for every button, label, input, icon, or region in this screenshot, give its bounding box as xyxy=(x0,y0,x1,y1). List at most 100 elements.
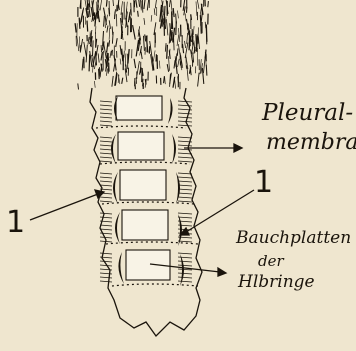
hatch-stroke xyxy=(178,213,192,214)
hair-stroke xyxy=(100,0,102,10)
hatch-stroke xyxy=(178,125,192,126)
hair-stroke xyxy=(165,43,166,52)
hatch-stroke xyxy=(100,181,112,182)
hair-stroke xyxy=(93,40,94,56)
hair-stroke xyxy=(104,16,105,27)
hair-stroke xyxy=(144,0,145,9)
hair-stroke xyxy=(89,54,90,71)
pointer-number-left: 1 xyxy=(6,208,25,238)
hatch-stroke xyxy=(178,217,192,218)
hair-stroke xyxy=(196,0,199,9)
hair-stroke xyxy=(88,11,89,17)
hair-stroke xyxy=(112,50,113,56)
hair-stroke xyxy=(120,59,121,65)
hair-stroke xyxy=(174,60,175,68)
hair-stroke xyxy=(167,64,168,72)
hair-stroke xyxy=(206,65,207,76)
pointer-number-right: 1 xyxy=(254,168,273,198)
hair-stroke xyxy=(185,43,188,59)
hatch-stroke xyxy=(178,113,192,114)
hatch-stroke xyxy=(178,189,192,190)
hair-stroke xyxy=(206,25,207,42)
hair-stroke xyxy=(142,0,143,13)
hatch-stroke xyxy=(178,193,192,194)
hair-stroke xyxy=(107,26,108,33)
hair-stroke xyxy=(106,58,108,72)
hatch-stroke xyxy=(100,261,112,262)
hair-stroke xyxy=(166,19,168,35)
hair-stroke xyxy=(145,34,146,41)
hair-stroke xyxy=(185,41,186,48)
hair-stroke xyxy=(113,0,114,6)
hair-stroke xyxy=(109,28,110,40)
hatch-stroke xyxy=(178,241,192,242)
hatch-stroke xyxy=(178,145,192,146)
label-pleural-line1: Pleural- xyxy=(262,102,353,125)
hatch-stroke xyxy=(100,253,112,254)
hair-stroke xyxy=(99,69,100,79)
hatch-stroke xyxy=(178,277,192,278)
hatch-stroke xyxy=(100,105,112,106)
hair-stroke xyxy=(110,51,111,58)
hair-stroke xyxy=(92,0,95,7)
hair-stroke xyxy=(88,37,89,45)
hatch-stroke xyxy=(100,145,112,146)
hatch-stroke xyxy=(100,197,112,198)
hair-stroke xyxy=(177,48,178,55)
hair-stroke xyxy=(84,42,87,57)
hair-stroke xyxy=(137,61,139,75)
hair-stroke xyxy=(120,45,121,55)
hatch-stroke xyxy=(178,265,192,266)
hair-stroke xyxy=(170,49,171,56)
hair-stroke xyxy=(165,76,166,84)
hair-stroke xyxy=(141,52,142,59)
hatch-stroke xyxy=(178,253,192,254)
hair-stroke xyxy=(169,56,170,71)
hatch-stroke xyxy=(100,233,112,234)
hatch-stroke xyxy=(100,125,112,126)
hair-stroke xyxy=(176,59,178,74)
hair-stroke xyxy=(176,21,177,35)
hair-stroke xyxy=(153,50,155,61)
hair-stroke xyxy=(107,43,108,53)
hair-stroke xyxy=(86,45,87,63)
hatch-stroke xyxy=(100,217,112,218)
hair-stroke xyxy=(198,73,200,87)
label-pleural-line2: membran xyxy=(266,132,356,154)
hair-stroke xyxy=(98,13,99,22)
hair-stroke xyxy=(144,36,145,51)
hair-stroke xyxy=(171,30,172,41)
hatch-stroke xyxy=(100,265,112,266)
hair-stroke xyxy=(116,38,118,47)
hatch-stroke xyxy=(100,101,112,102)
hair-stroke xyxy=(75,23,76,32)
hatch-stroke xyxy=(100,141,112,142)
hair-stroke xyxy=(193,26,194,35)
hatch-stroke xyxy=(178,161,192,162)
hair-stroke xyxy=(106,0,107,7)
hair-stroke xyxy=(95,12,97,23)
hatch-stroke xyxy=(100,241,112,242)
hair-stroke xyxy=(181,0,182,7)
hatch-stroke xyxy=(100,177,112,178)
hair-stroke xyxy=(104,8,106,16)
hair-stroke xyxy=(112,76,113,87)
hatch-stroke xyxy=(178,121,192,122)
hair-tuft xyxy=(75,0,208,90)
hatch-stroke xyxy=(100,109,112,110)
hair-stroke xyxy=(185,14,186,22)
hatch-stroke xyxy=(100,185,112,186)
hatch-stroke xyxy=(100,277,112,278)
hatch-stroke xyxy=(178,273,192,274)
hair-stroke xyxy=(121,26,122,39)
hair-stroke xyxy=(196,2,197,16)
hair-stroke xyxy=(169,0,170,7)
hair-stroke xyxy=(149,0,150,8)
hatch-stroke xyxy=(178,149,192,150)
hair-stroke xyxy=(98,53,99,62)
hatch-stroke xyxy=(178,181,192,182)
hair-stroke xyxy=(206,54,207,62)
hair-stroke xyxy=(173,8,174,17)
